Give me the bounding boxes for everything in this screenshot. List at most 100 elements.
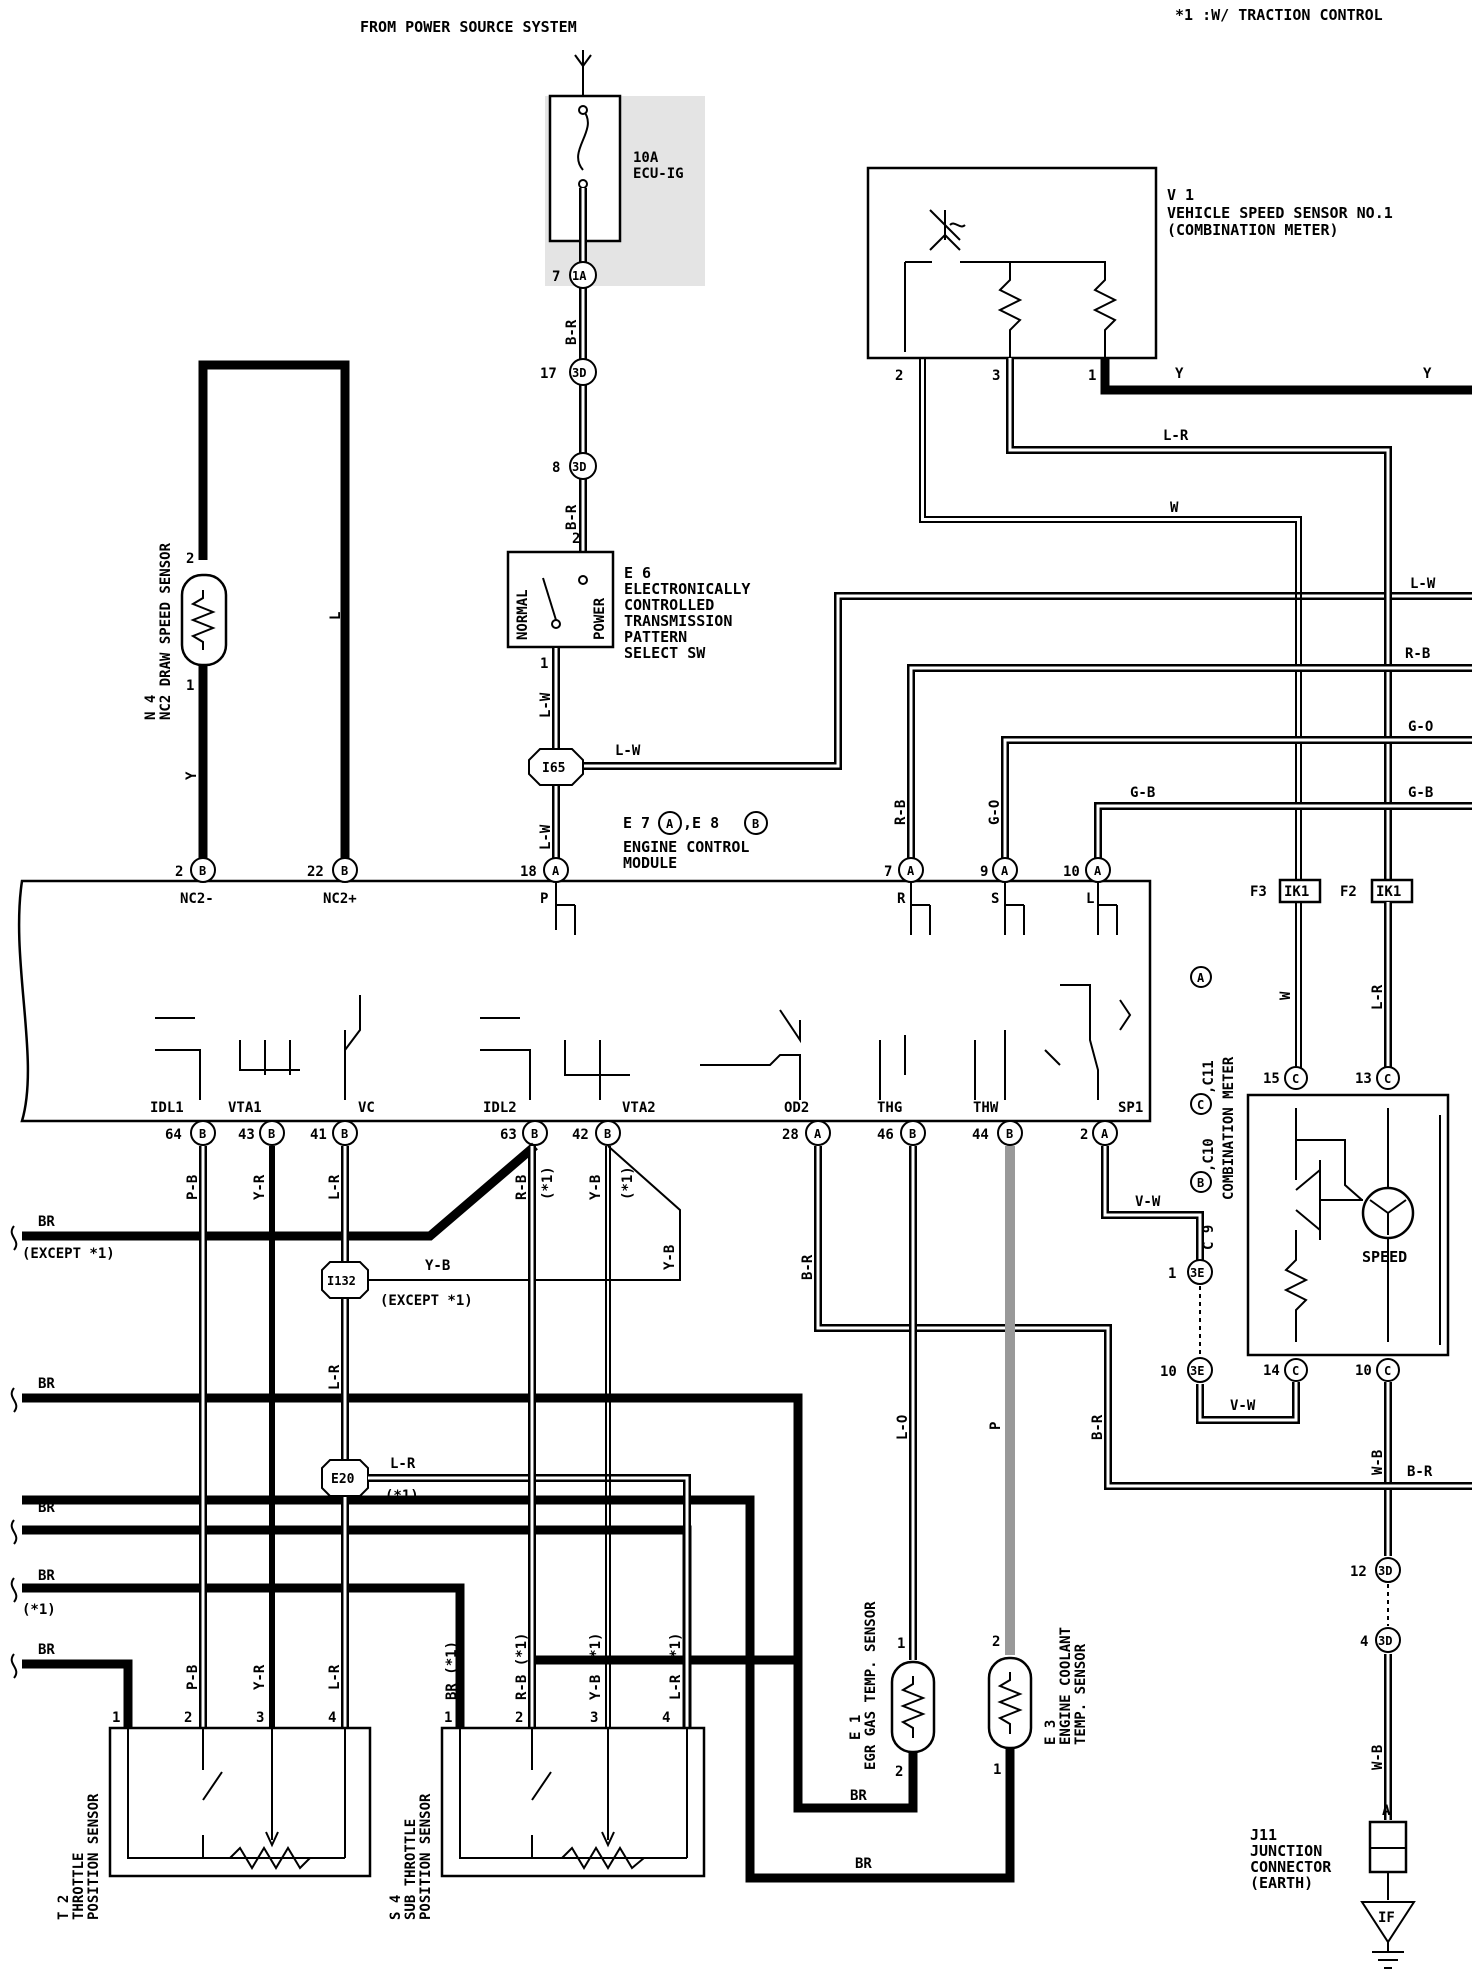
svg-text:A: A — [907, 864, 915, 878]
pin-3e-1: 1 — [1168, 1266, 1176, 1282]
svg-text:7: 7 — [884, 864, 892, 880]
t2-pin-4: 4 — [328, 1710, 336, 1726]
s4-pin-4: 4 — [662, 1710, 670, 1726]
fuse-element — [577, 109, 589, 171]
t2-sensor-box — [108, 1726, 372, 1878]
cm-pin-10: C — [1376, 1358, 1400, 1382]
svg-text:2: 2 — [175, 864, 183, 880]
svg-text:A: A — [1101, 1127, 1109, 1141]
wire-label-br-left-1: BR — [38, 1214, 55, 1230]
wire-label-y-n4: Y — [184, 771, 200, 780]
ecm-bottom-pin-thg: B 46 THG — [877, 1100, 926, 1146]
svg-text:B: B — [752, 817, 759, 831]
e1-code: E 1 — [848, 1715, 864, 1740]
ecm-connector-a-badge: A — [658, 811, 682, 835]
connector-i132-label: I132 — [327, 1274, 356, 1288]
wire-br-e1-ground — [535, 1655, 918, 1813]
svg-text:B: B — [531, 1127, 538, 1141]
connector-i65-label: I65 — [542, 761, 565, 776]
v1-internal-circuit — [904, 261, 1118, 358]
wire-label-lr-1: L-R — [1163, 428, 1189, 444]
traction-control-note: *1 :W/ TRACTION CONTROL — [1175, 6, 1383, 24]
svg-text:9: 9 — [980, 864, 988, 880]
ecm-bottom-pin-vta1: B 43 VTA1 — [228, 1100, 285, 1146]
e6-line-5: SELECT SW — [624, 644, 706, 662]
ecm-top-internal-resistors — [555, 882, 1118, 935]
wire-label-br-2: B-R — [564, 504, 580, 530]
e1-resistor — [900, 1676, 926, 1738]
svg-text:B: B — [341, 1127, 348, 1141]
e3-pin-1: 1 — [993, 1762, 1001, 1778]
wire-y-v1 — [1100, 358, 1472, 395]
e1-name: EGR GAS TEMP. SENSOR — [863, 1601, 879, 1770]
pin-1a-7: 7 — [552, 269, 560, 285]
e6-pivot — [551, 619, 561, 629]
t2-code: T 2 — [56, 1895, 72, 1920]
svg-text:3E: 3E — [1190, 1364, 1204, 1378]
svg-text:B: B — [909, 1127, 916, 1141]
s4-name: SUB THROTTLE — [403, 1819, 419, 1920]
e6-pin-2: 2 — [572, 531, 580, 547]
svg-text:IDL1: IDL1 — [150, 1100, 184, 1116]
wire-label-br-left-2: BR — [38, 1376, 55, 1392]
svg-text:42: 42 — [572, 1127, 589, 1143]
wire-label-br-od2-3: B-R — [1407, 1464, 1433, 1480]
wire-go-core — [1003, 738, 1472, 868]
ecm-bottom-pin-vc: B 41 VC — [310, 1100, 375, 1146]
cm-name: COMBINATION METER — [1221, 1056, 1237, 1200]
svg-text:VC: VC — [358, 1100, 375, 1116]
fuse-name: ECU-IG — [633, 166, 684, 182]
svg-text:B: B — [199, 1127, 206, 1141]
wire-label-br-od2-2: B-R — [1090, 1414, 1106, 1440]
wire-label-yb-i132: Y-B — [425, 1258, 450, 1274]
e6-contact — [578, 575, 588, 585]
connector-e20-label: E20 — [331, 1472, 355, 1487]
connector-e20 — [321, 1459, 369, 1497]
wire-label-star1-vta2: (*1) — [620, 1166, 636, 1200]
wire-label-vw-2: V-W — [1230, 1398, 1256, 1414]
e6-pin-1: 1 — [540, 656, 548, 672]
svg-text:C: C — [1197, 1098, 1204, 1112]
j11-line-2: CONNECTOR — [1250, 1858, 1332, 1876]
svg-text:28: 28 — [782, 1127, 799, 1143]
j11-line-3: (EARTH) — [1250, 1874, 1313, 1892]
wire-label-rb1: R-B (*1) — [514, 1633, 530, 1700]
wire-label-lw-3: L-W — [615, 743, 641, 759]
wire-label-w-2: W — [1278, 991, 1294, 1000]
svg-text:VTA1: VTA1 — [228, 1100, 262, 1116]
wire-label-wb-1: W-B — [1370, 1450, 1386, 1475]
wire-label-yr-1: Y-R — [252, 1174, 268, 1200]
wire-label-y-2: Y — [1423, 366, 1432, 382]
wire-label-pb-2: P-B — [185, 1665, 201, 1690]
ecm-top-pin-s: A 9 S — [980, 857, 1018, 907]
wire-label-star1-e20: (*1) — [385, 1488, 419, 1504]
e6-code: E 6 — [624, 564, 651, 582]
s4-sensor-box — [440, 1726, 706, 1878]
svg-text:3D: 3D — [1378, 1564, 1392, 1578]
svg-text:43: 43 — [238, 1127, 255, 1143]
cm-code-mid1: ,C10 — [1201, 1138, 1217, 1172]
combination-meter-box — [1246, 1093, 1450, 1357]
wire-label-w-1: W — [1170, 500, 1179, 516]
e6-power-label: POWER — [592, 597, 608, 640]
wire-label-go-2: G-O — [987, 800, 1003, 825]
wire-label-br-e3: BR — [855, 1856, 872, 1872]
power-feed-arrow — [574, 54, 592, 68]
ecm-top-pin-nc2-minus: B 2 NC2- — [175, 857, 216, 907]
wire-gb-core — [1096, 804, 1472, 868]
svg-text:44: 44 — [972, 1127, 989, 1143]
e1-pin-1: 1 — [897, 1636, 905, 1652]
svg-text:63: 63 — [500, 1127, 517, 1143]
wire-label-lr-vc-3: L-R — [327, 1664, 343, 1690]
svg-text:S: S — [991, 891, 999, 907]
wire-label-go-1: G-O — [1408, 719, 1433, 735]
svg-text:3E: 3E — [1190, 1266, 1204, 1280]
wire-lr-e20-core — [368, 1476, 689, 1728]
e6-switch-arm — [542, 577, 557, 621]
wire-label-vw-1: V-W — [1135, 1194, 1161, 1210]
wire-label-yb-vta2: Y-B — [588, 1175, 604, 1200]
wire-gb — [1094, 802, 1472, 868]
cm-pin-10-num: 10 — [1355, 1363, 1372, 1379]
wire-label-br-left-5: BR — [38, 1642, 55, 1658]
svg-text:THW: THW — [973, 1100, 999, 1116]
